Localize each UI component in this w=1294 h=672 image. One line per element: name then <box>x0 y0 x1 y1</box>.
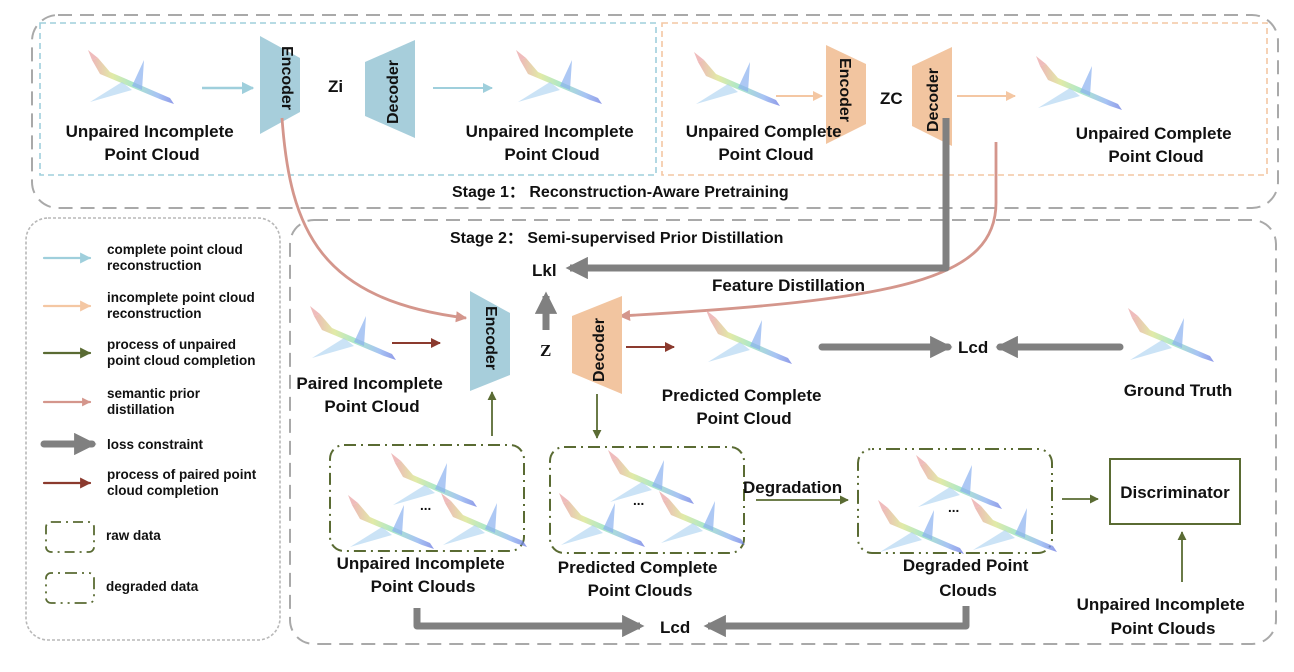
label-predicted-complete-set: Predicted Complete Point Clouds <box>558 558 722 600</box>
raw-data-box-predicted-complete <box>549 446 745 554</box>
stage1-orange-box <box>661 22 1268 176</box>
raw-data-box-unpaired-incomplete <box>329 444 525 552</box>
decoder-s2-label: Decoder <box>591 318 608 382</box>
label-discriminator-input: Unpaired Incomplete Point Clouds <box>1077 595 1250 638</box>
decoder-s2 <box>572 296 622 394</box>
arrow-degraded-to-lcd-bottom <box>703 606 970 638</box>
latent-z: Z <box>540 341 551 360</box>
legend-item: raw data <box>45 521 161 553</box>
stage1-blue-box <box>39 22 657 176</box>
stage2-container <box>289 219 1277 645</box>
loss-cd-top-label: Lcd <box>958 338 988 357</box>
decoder-s1-left-label: Decoder <box>385 60 402 124</box>
stage1-title: Stage 1： Reconstruction-Aware Pretrainin… <box>452 184 789 201</box>
latent-zi: Zi <box>328 77 343 96</box>
loss-cd-bottom-label: Lcd <box>660 618 690 637</box>
label-s1-right-input: Unpaired Complete Point Cloud <box>686 122 847 164</box>
decoder-s1-left <box>365 40 415 138</box>
encoder-s1-right <box>826 45 866 144</box>
label-s1-right-output: Unpaired Complete Point Cloud <box>1076 124 1237 166</box>
decoder-s1-right-label: Decoder <box>925 68 942 132</box>
arrow-unpaired-to-lcd-bottom <box>413 608 645 638</box>
encoder-s1-left <box>260 36 300 134</box>
encoder-s1-right-label: Encoder <box>836 58 853 122</box>
point-cloud-set-item <box>659 491 745 545</box>
point-cloud-paired-incomplete <box>310 306 396 360</box>
ellipsis-raw: ... <box>420 498 431 513</box>
label-s1-left-input: Unpaired Incomplete Point Cloud <box>66 122 239 164</box>
encoder-s2-label: Encoder <box>482 306 499 370</box>
label-predicted: Predicted Complete Point Cloud <box>662 386 826 428</box>
legend-label: raw data <box>106 528 161 543</box>
point-cloud-unpaired-incomplete-output <box>516 50 602 104</box>
encoder-s2 <box>470 291 510 391</box>
stage1-container <box>31 14 1279 209</box>
legend-item: degraded data <box>45 572 199 604</box>
legend-swatch-box-raw <box>45 521 95 553</box>
encoder-s1-left-label: Encoder <box>278 46 295 110</box>
legend-label: degraded data <box>106 579 199 594</box>
feature-distillation-label: Feature Distillation <box>712 276 865 295</box>
ellipsis-predicted: ... <box>633 493 644 508</box>
stage2-title: Stage 2： Semi-supervised Prior Distillat… <box>450 230 783 247</box>
arrow-loss-kl <box>565 118 950 280</box>
point-cloud-set-item <box>391 453 477 507</box>
ground-truth-label: Ground Truth <box>1124 381 1233 400</box>
decoder-s1-right <box>912 47 952 146</box>
arrow-semantic-distill-decoder <box>618 142 998 322</box>
degraded-data-box <box>857 448 1053 554</box>
degradation-label: Degradation <box>743 478 842 497</box>
label-degraded-set: Degraded Point Clouds <box>903 556 1033 600</box>
discriminator-label: Discriminator <box>1120 483 1230 502</box>
point-cloud-unpaired-incomplete-input <box>88 50 174 104</box>
label-s1-left-output: Unpaired Incomplete Point Cloud <box>466 122 639 164</box>
legend-item: loss constraint <box>40 432 204 456</box>
point-cloud-set-item <box>441 493 527 547</box>
latent-zc: ZC <box>880 89 903 108</box>
point-cloud-set-item <box>971 498 1057 552</box>
point-cloud-set-item <box>608 450 694 504</box>
point-cloud-unpaired-complete-output <box>1036 56 1122 110</box>
arrow-semantic-distill-encoder <box>280 117 468 323</box>
point-cloud-unpaired-complete-input <box>694 52 780 106</box>
ellipsis-degraded: ... <box>948 500 959 515</box>
point-cloud-ground-truth <box>1128 308 1214 362</box>
label-paired-input: Paired Incomplete Point Cloud <box>296 374 447 416</box>
point-cloud-predicted-complete <box>706 310 792 364</box>
legend-label: loss constraint <box>107 437 204 452</box>
legend-swatch-box-degraded <box>45 572 95 604</box>
label-unpaired-incomplete-set: Unpaired Incomplete Point Clouds <box>337 554 510 596</box>
legend-box <box>25 217 281 641</box>
loss-kl-label: Lkl <box>532 261 557 280</box>
discriminator-box <box>1109 458 1241 525</box>
